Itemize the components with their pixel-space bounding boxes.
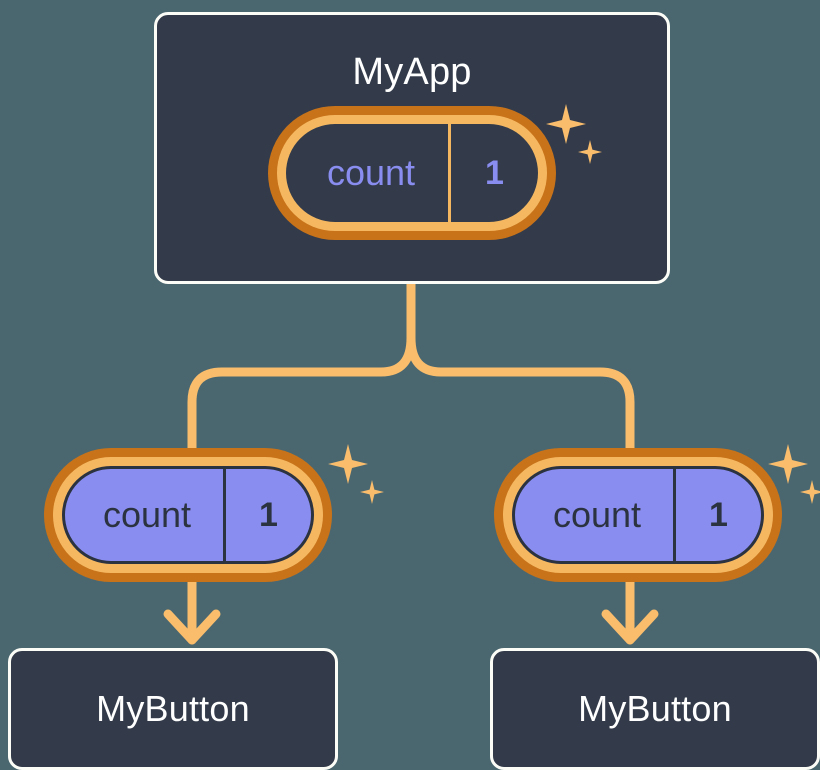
component-box-mybutton-right: MyButton xyxy=(490,648,820,770)
arrow-left-head xyxy=(163,609,221,645)
sparkle-small-icon xyxy=(800,480,820,504)
component-title-mybutton-right: MyButton xyxy=(578,688,732,729)
state-value-label: 1 xyxy=(223,469,311,561)
state-pill-inner-ring: count 1 xyxy=(503,457,773,573)
state-pill-myapp: count 1 xyxy=(268,106,556,240)
state-pill-face: count 1 xyxy=(512,466,764,564)
state-value-label: 1 xyxy=(448,124,538,222)
state-pill-child-right: count 1 xyxy=(494,448,782,582)
state-key-label: count xyxy=(326,152,416,193)
connector-branch-right xyxy=(406,333,635,453)
sparkle-icon xyxy=(768,444,808,484)
arrow-right-head xyxy=(601,609,659,645)
component-title-myapp: MyApp xyxy=(352,51,472,93)
state-pill-face: count 1 xyxy=(62,466,314,564)
state-value-label: 1 xyxy=(673,469,761,561)
component-box-mybutton-left: MyButton xyxy=(8,648,338,770)
state-key-label: count xyxy=(552,494,642,535)
sparkle-small-icon xyxy=(360,480,384,504)
state-pill-inner-ring: count 1 xyxy=(277,115,547,231)
state-pill-child-left: count 1 xyxy=(44,448,332,582)
sparkle-icon xyxy=(328,444,368,484)
component-title-mybutton-left: MyButton xyxy=(96,688,250,729)
state-key-label: count xyxy=(102,494,192,535)
sparkle-group-left xyxy=(322,444,392,520)
state-pill-inner-ring: count 1 xyxy=(53,457,323,573)
connector-branch-left xyxy=(187,333,416,453)
state-pill-face: count 1 xyxy=(286,124,538,222)
